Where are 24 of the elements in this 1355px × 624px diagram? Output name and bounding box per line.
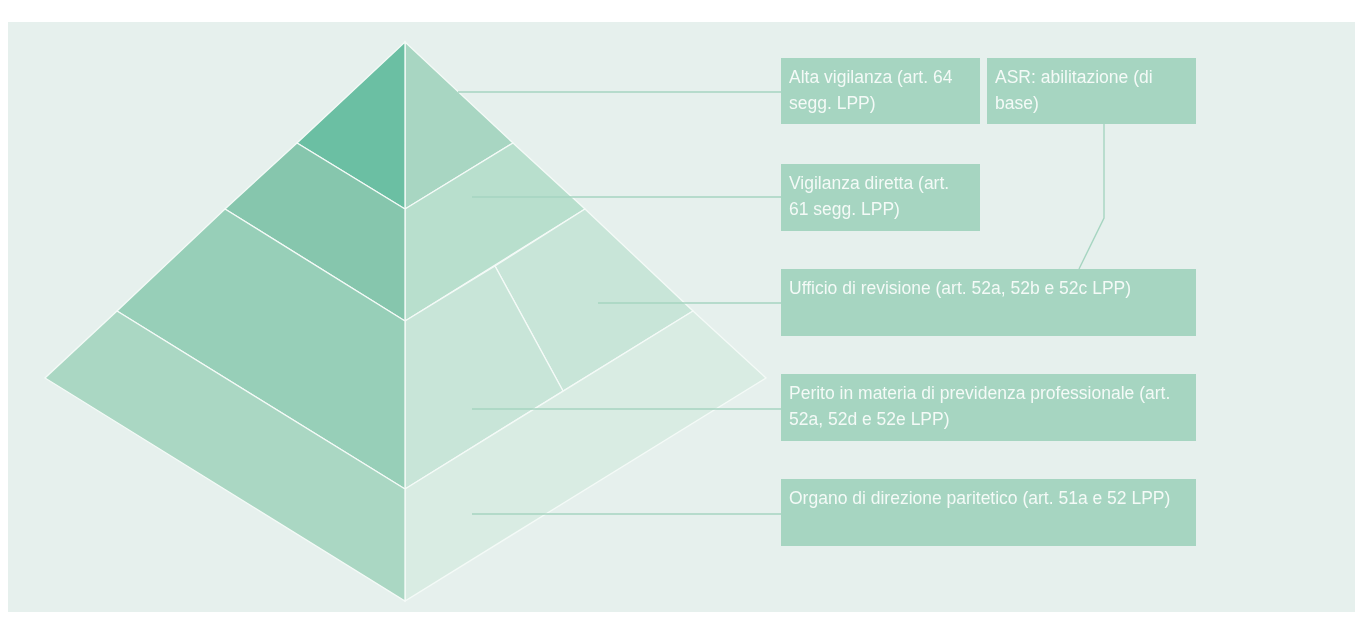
leader-line xyxy=(457,91,782,93)
label-box xyxy=(781,479,1196,546)
label-box xyxy=(987,58,1196,124)
label-text: ASR: abilitazione (di base) xyxy=(995,66,1154,115)
leader-line xyxy=(471,408,782,410)
label-box xyxy=(781,374,1196,441)
leader-line xyxy=(471,196,782,198)
label-box xyxy=(781,164,980,231)
pyramid-face xyxy=(223,142,406,323)
pyramid-face xyxy=(494,208,695,392)
leader-line xyxy=(597,302,782,304)
connector-line xyxy=(1078,123,1105,270)
label-text: Ufficio di revisione (art. 52a, 52b e 52c LPP) xyxy=(789,277,1133,300)
label-box xyxy=(781,269,1196,336)
label-text: Organo di direzione paritetico (art. 51a e 52 LPP) xyxy=(789,487,1172,510)
label-text: Perito in materia di previdenza professionale (art. 52a, 52d e 52e LPP) xyxy=(789,382,1172,431)
pyramid-face xyxy=(295,40,406,211)
pyramid-face xyxy=(115,208,406,491)
label-text: Vigilanza diretta (art. 61 segg. LPP) xyxy=(789,172,951,221)
pyramid-face xyxy=(43,310,406,603)
label-box xyxy=(781,58,980,124)
leader-line xyxy=(471,513,782,515)
pyramid-face xyxy=(404,310,768,603)
label-text: Alta vigilanza (art. 64 segg. LPP) xyxy=(789,66,954,115)
